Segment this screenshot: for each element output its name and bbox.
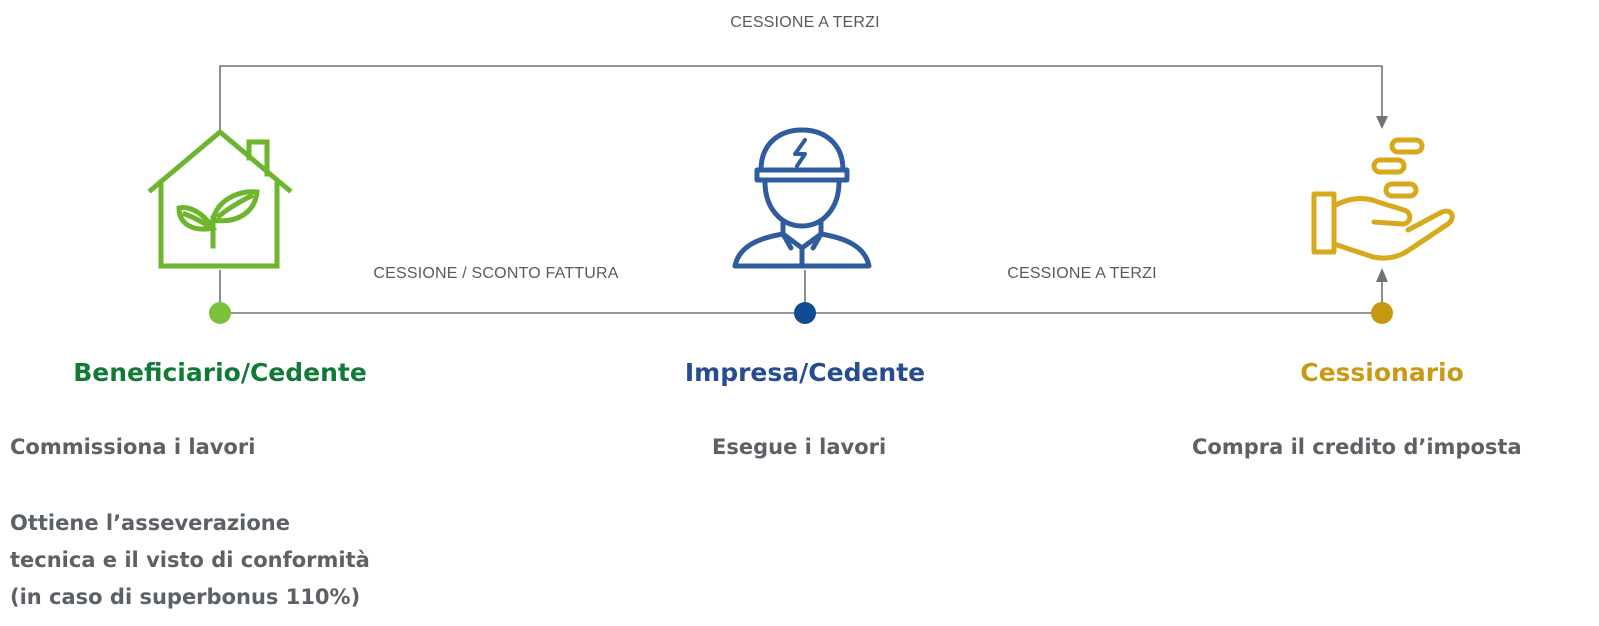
cessionario-dot (1371, 302, 1393, 324)
beneficiario-dot (209, 302, 231, 324)
top-connector-arrowhead (1376, 116, 1388, 129)
impresa-title: Impresa/Cedente (684, 358, 926, 387)
beneficiario-text-2: Ottiene l’asseverazione (10, 511, 290, 535)
flow-label-left-mid: CESSIONE / SCONTO FATTURA (373, 265, 619, 282)
cessionario-text-1: Compra il credito d’imposta (1192, 435, 1522, 459)
top-connector-line (219, 65, 1383, 132)
cessionario-stem-arrowhead (1376, 268, 1388, 282)
worker-icon (732, 127, 872, 269)
beneficiario-text-3: tecnica e il visto di conformità (10, 548, 370, 572)
beneficiario-text-1: Commissiona i lavori (10, 435, 256, 459)
flow-label-right-mid: CESSIONE A TERZI (1007, 265, 1157, 282)
green-house-icon (147, 128, 293, 269)
cessionario-title: Cessionario (1300, 358, 1464, 387)
flow-label-top: CESSIONE A TERZI (730, 14, 880, 31)
beneficiario-text-4: (in caso di superbonus 110%) (10, 585, 361, 609)
beneficiario-title: Beneficiario/Cedente (73, 358, 367, 387)
impresa-dot (794, 302, 816, 324)
hand-coins-icon (1311, 137, 1455, 261)
impresa-text-1: Esegue i lavori (712, 435, 887, 459)
